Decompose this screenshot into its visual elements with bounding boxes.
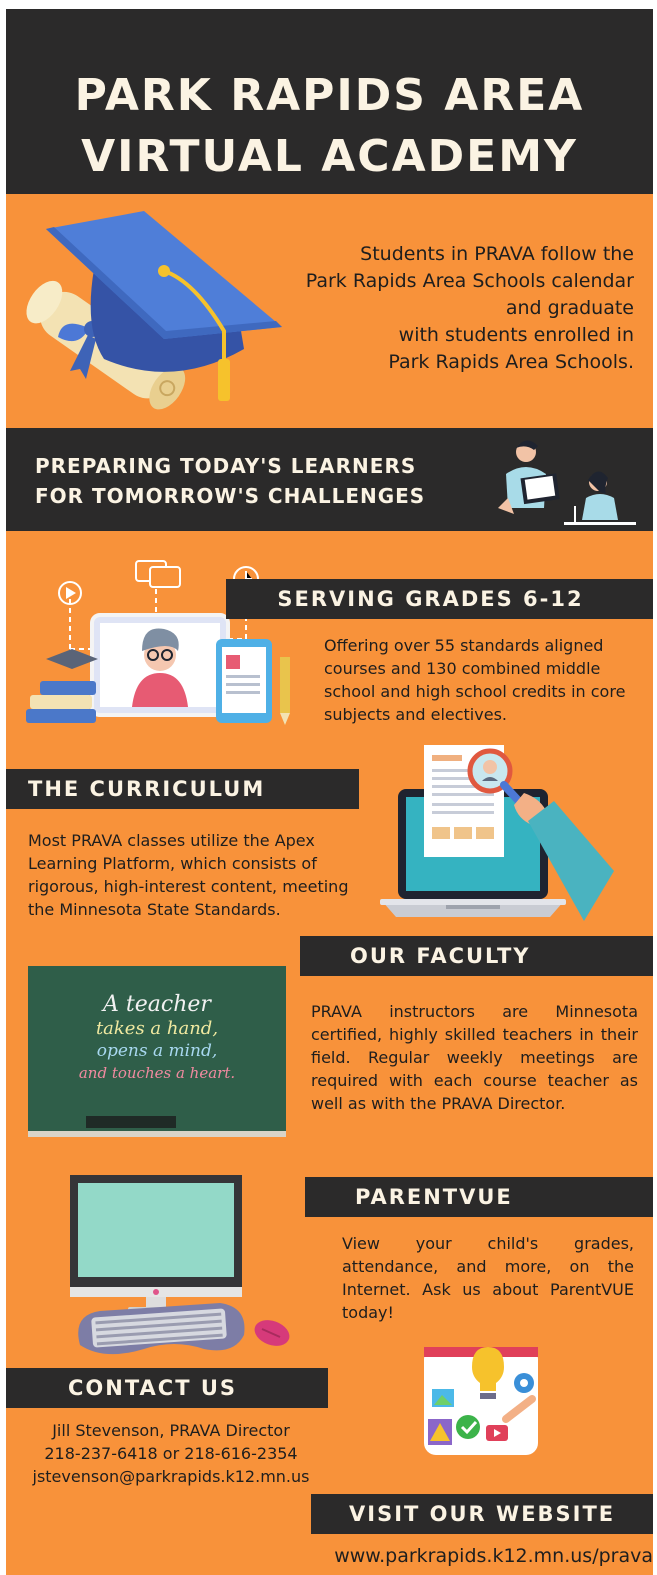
curriculum-heading-bar: THE CURRICULUM [6,769,359,809]
intro-line: Park Rapids Area Schools calendar [305,270,634,292]
chalkboard-quote: A teacher takes a hand, opens a mind, an… [28,992,286,1084]
chalk-eraser [86,1116,176,1128]
website-heading: VISIT OUR WEBSITE [349,1502,616,1526]
curriculum-text: Most PRAVA classes utilize the Apex Lear… [28,831,349,919]
laptop-search-icon [378,741,618,921]
intro-text: Students in PRAVA follow the Park Rapids… [256,241,634,376]
faculty-text: PRAVA instructors are Minnesota certifie… [311,1002,638,1113]
quote-line-4: and touches a heart. [78,1064,236,1082]
contact-details: Jill Stevenson, PRAVA Director 218-237-6… [6,1419,336,1488]
tagline: PREPARING TODAY'S LEARNERS FOR TOMORROW'… [35,451,425,511]
title-line-2: VIRTUAL ACADEMY [81,131,578,182]
page-title: PARK RAPIDS AREA VIRTUAL ACADEMY [6,65,653,187]
tagline-line-2: FOR TOMORROW'S CHALLENGES [35,484,426,508]
grades-text: Offering over 55 standards aligned cours… [324,636,626,724]
contact-phone: 218-237-6418 or 218-616-2354 [44,1444,298,1463]
infographic-poster: PARK RAPIDS AREA VIRTUAL ACADEMY [6,9,653,1575]
chalkboard-image: A teacher takes a hand, opens a mind, an… [28,966,286,1137]
title-line-1: PARK RAPIDS AREA [74,70,585,121]
quote-line-1: A teacher [103,992,211,1017]
desktop-computer-icon [66,1173,296,1361]
contact-heading: CONTACT US [68,1376,238,1400]
intro-line: Park Rapids Area Schools. [388,351,634,373]
title-band: PARK RAPIDS AREA VIRTUAL ACADEMY [6,9,653,194]
contact-email[interactable]: jstevenson@parkrapids.k12.mn.us [32,1467,310,1486]
parentvue-text: View your child's grades, attendance, an… [342,1234,634,1322]
faculty-heading: OUR FACULTY [350,944,531,968]
intro-line: Students in PRAVA follow the [360,243,634,265]
faculty-heading-bar: OUR FACULTY [300,936,653,976]
creative-tools-icon [418,1337,550,1459]
quote-line-3: opens a mind, [96,1041,218,1061]
online-teacher-icon [26,559,298,729]
curriculum-heading: THE CURRICULUM [28,777,266,801]
grades-heading: SERVING GRADES 6-12 [277,587,584,611]
contact-heading-bar: CONTACT US [6,1368,328,1408]
parentvue-heading: PARENTVUE [355,1185,513,1209]
intro-line: with students enrolled in [398,324,634,346]
quote-line-2: takes a hand, [95,1018,219,1039]
graduation-cap-icon [14,209,286,424]
tagline-line-1: PREPARING TODAY'S LEARNERS [35,454,417,478]
teacher-student-icon [478,438,638,526]
tagline-band: PREPARING TODAY'S LEARNERS FOR TOMORROW'… [6,428,653,531]
intro-line: and graduate [505,297,634,319]
website-link[interactable]: www.parkrapids.k12.mn.us/prava [334,1545,653,1567]
contact-name: Jill Stevenson, PRAVA Director [52,1421,290,1440]
website-heading-bar: VISIT OUR WEBSITE [311,1494,653,1534]
grades-heading-bar: SERVING GRADES 6-12 [226,579,653,619]
parentvue-heading-bar: PARENTVUE [305,1177,653,1217]
